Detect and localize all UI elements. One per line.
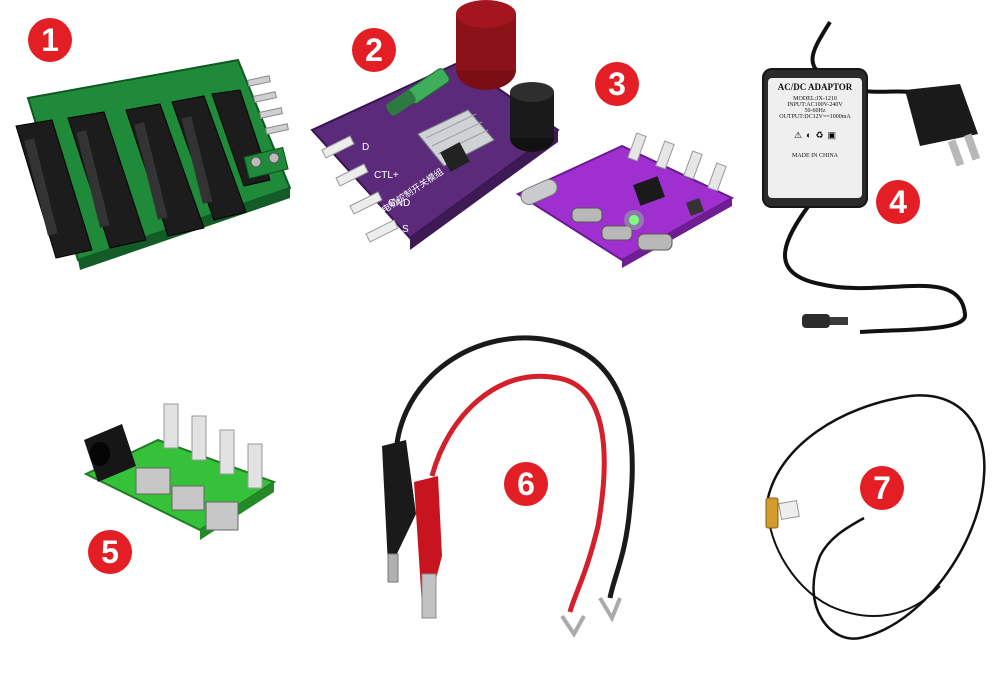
pin-label-gnd: GND <box>388 198 410 209</box>
square-mark-icon: ▣ <box>827 130 837 140</box>
dc-jack-usb-board <box>78 390 278 560</box>
badge-5: 5 <box>88 530 132 574</box>
badge-3: 3 <box>595 62 639 106</box>
badge-7: 7 <box>860 466 904 510</box>
warning-icon: ⚠ <box>793 130 803 140</box>
temperature-sensor-cable <box>760 386 996 656</box>
dc-jack-illustration <box>83 403 277 540</box>
ac-dc-adaptor: AC/DC ADAPTOR MODEL:JX-1210 INPUT:AC100V… <box>740 14 995 354</box>
usb-charging-illustration <box>515 132 735 268</box>
adaptor-label-output: OUTPUT:DC12V==1000mA <box>779 114 851 120</box>
recycle-icon: ♻ <box>815 130 824 140</box>
adaptor-label-origin: MADE IN CHINA <box>792 153 838 159</box>
adaptor-body: AC/DC ADAPTOR MODEL:JX-1210 INPUT:AC100V… <box>762 68 868 208</box>
switch-module-board: D CTL+ GND S 充电机控制开关模组 <box>310 0 560 260</box>
adaptor-label-model: MODEL:JX-1210 <box>793 96 837 102</box>
pin-label-d: D <box>362 142 369 153</box>
badge-6: 6 <box>504 462 548 506</box>
alligator-cable-illustration <box>382 335 635 638</box>
pin-label-ctl: CTL+ <box>374 170 399 181</box>
pin-label-s: S <box>402 224 409 235</box>
adaptor-cert-marks: ⚠ ◐ ♻ ▣ <box>768 130 862 141</box>
badge-1: 1 <box>28 18 72 62</box>
adaptor-label: AC/DC ADAPTOR MODEL:JX-1210 INPUT:AC100V… <box>768 78 862 198</box>
badge-2: 2 <box>352 28 396 72</box>
adaptor-label-header: AC/DC ADAPTOR <box>777 82 853 92</box>
switch-module-illustration: D CTL+ GND S 充电机控制开关模组 <box>310 0 560 250</box>
alligator-clip-cable <box>378 326 648 642</box>
battery-box-illustration: Battery BOX <box>15 58 292 270</box>
usb-charging-board <box>512 128 738 268</box>
adaptor-label-freq: 50-60Hz <box>804 108 826 114</box>
adaptor-label-input: INPUT:AC100V-240V <box>787 102 843 108</box>
badge-4: 4 <box>876 180 920 224</box>
sensor-cable-illustration <box>765 394 986 640</box>
ce-mark-icon: ◐ <box>806 130 812 140</box>
battery-box-board: Battery BOX <box>8 40 298 270</box>
